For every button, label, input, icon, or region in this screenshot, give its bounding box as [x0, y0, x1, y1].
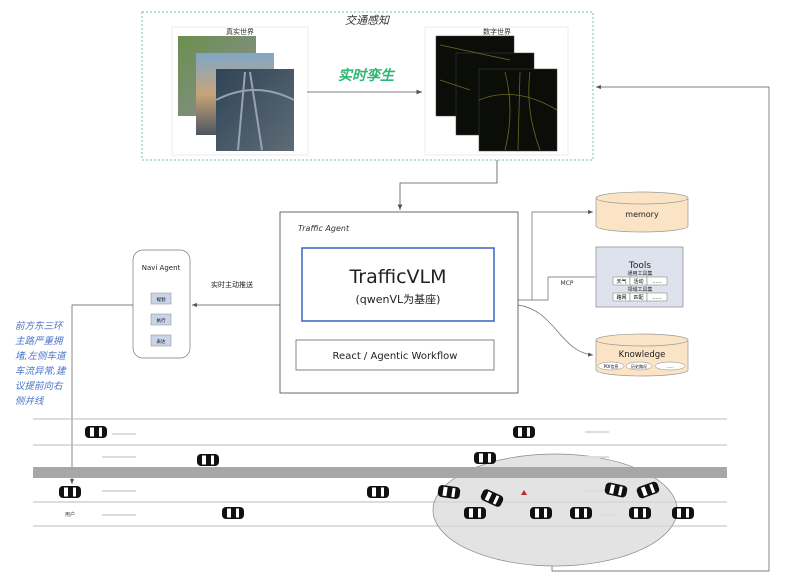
- memory-store: memory: [595, 191, 689, 233]
- traffic-agent-title: Traffic Agent: [298, 224, 350, 233]
- incident-marker-icon: [521, 490, 527, 495]
- tool-item: ......: [652, 295, 662, 301]
- advice-line: 堵,左侧车道: [15, 350, 67, 362]
- tool-group-domain: 路网 匹配 ......: [612, 292, 668, 302]
- workflow-label: React / Agentic Workflow: [333, 351, 458, 362]
- advice-line: 车流异常,建: [15, 365, 67, 377]
- navi-agent-title: Navi Agent: [142, 264, 181, 272]
- agent-to-knowledge-connector: [517, 304, 594, 357]
- navi-item-label: 规划: [157, 296, 166, 303]
- agent-to-tools-connector: [532, 276, 595, 301]
- tool-item: 路网: [616, 294, 626, 301]
- navi-to-user-arrow: [69, 304, 133, 484]
- knowledge-title: Knowledge: [619, 350, 666, 360]
- navi-item-label: 表达: [157, 338, 166, 345]
- car-icon: [672, 507, 694, 519]
- user-label: 用户: [65, 511, 75, 518]
- car-icon: [513, 426, 535, 438]
- advice-line: 前方东三环: [15, 320, 64, 332]
- tool-item: ......: [652, 279, 662, 285]
- tools-title: Tools: [628, 261, 651, 271]
- car-icon: [530, 507, 552, 519]
- navi-item-plan: [150, 292, 172, 305]
- car-icon: [474, 452, 496, 464]
- advice-line: 侧并线: [15, 395, 45, 407]
- traffic-vlm-title: TrafficVLM: [348, 266, 446, 288]
- advice-line: 主路严重拥: [15, 336, 64, 347]
- navi-item-express: [150, 334, 172, 347]
- tool-group-label: 领域工具集: [627, 286, 652, 293]
- navi-item-execute: [150, 313, 172, 326]
- navi-agent: Navi Agent 规划 执行 表达: [132, 249, 191, 359]
- memory-label: memory: [625, 210, 659, 219]
- traffic-vlm-subtitle: (qwenVL为基座): [356, 292, 441, 306]
- perception-title: 交通感知: [345, 14, 391, 27]
- traffic-agent: Traffic Agent TrafficVLM (qwenVL为基座) Rea…: [279, 211, 519, 394]
- real-world-label: 真实世界: [226, 27, 254, 36]
- perception-to-agent-arrow: [397, 160, 498, 210]
- knowledge-item: POI信息: [604, 363, 619, 369]
- feedback-loop-arrow: [551, 84, 770, 572]
- tool-item: 活动: [633, 278, 643, 285]
- navi-item-label: 执行: [157, 317, 166, 324]
- car-icon: [629, 507, 651, 519]
- user-car-icon: [59, 486, 81, 498]
- car-icon: [222, 507, 244, 519]
- advice-message: 前方东三环 主路严重拥 堵,左侧车道 车流异常,建 议提前向右 侧并线: [15, 320, 67, 407]
- digital-road-lines: [439, 44, 558, 151]
- car-icon: [570, 507, 592, 519]
- perception-frame: [141, 11, 594, 161]
- workflow-box: [295, 339, 495, 371]
- digital-world-label: 数字世界: [483, 27, 511, 36]
- perception-section: 交通感知 真实世界 实时孪生 数字世界: [141, 11, 594, 161]
- traffic-vlm-box: [301, 247, 495, 322]
- car-icon: [85, 426, 107, 438]
- car-icon: [464, 507, 486, 519]
- tool-group-label: 通用工具集: [627, 270, 652, 277]
- direction-arrows: [102, 431, 614, 516]
- knowledge-item: ......: [666, 364, 674, 369]
- road-photo-detail: [215, 71, 295, 151]
- tool-group-general: 天气 活动 ......: [612, 276, 668, 286]
- car-icon: [367, 486, 389, 498]
- road-scene: 用户: [33, 418, 727, 567]
- agent-to-memory-connector: [518, 209, 593, 301]
- tools-box: Tools 通用工具集 天气 活动 ...... 领域工具集 路网 匹配 ...…: [595, 246, 684, 308]
- car-icon: [197, 454, 219, 466]
- knowledge-item: 历史路况: [631, 363, 647, 369]
- knowledge-store: Knowledge POI信息 历史路况 ......: [595, 333, 689, 377]
- tool-item: 天气: [616, 278, 626, 285]
- median-divider: [33, 467, 727, 478]
- mcp-label: MCP: [561, 280, 574, 287]
- push-label: 实时主动推送: [211, 280, 253, 289]
- twin-label: 实时孪生: [338, 67, 396, 84]
- advice-line: 议提前向右: [15, 380, 64, 392]
- tool-item: 匹配: [633, 295, 643, 301]
